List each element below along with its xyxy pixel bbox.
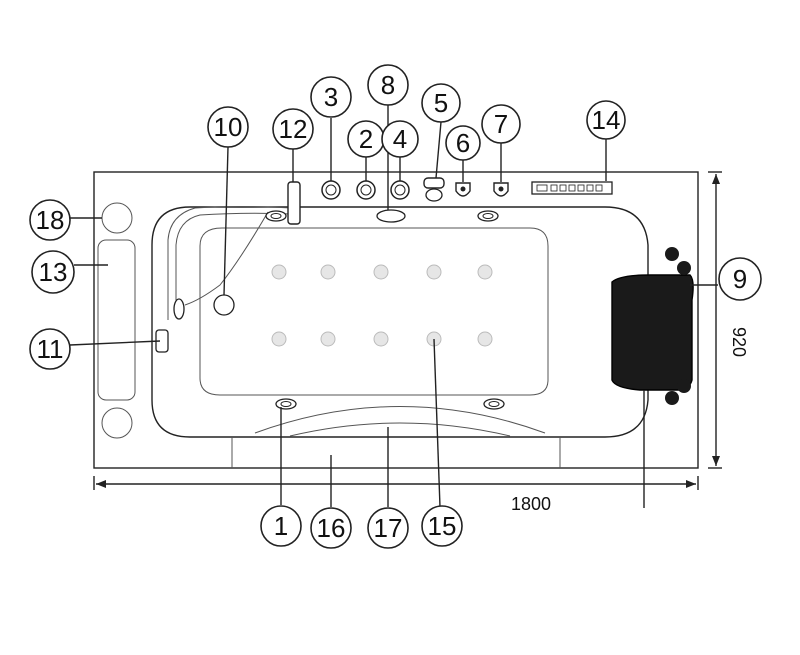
svg-text:13: 13 [39, 257, 68, 287]
light-icon [376, 209, 406, 223]
callout-16: 16 [310, 507, 352, 549]
hand-shower [287, 181, 301, 225]
headrest-pillow [611, 247, 694, 405]
callout-17: 17 [367, 507, 409, 549]
tub-basin [151, 206, 649, 438]
callout-1: 1 [260, 505, 302, 547]
svg-text:5: 5 [434, 88, 448, 118]
callout-9: 9 [718, 257, 762, 301]
callout-14: 14 [586, 100, 626, 140]
whirlpool-jets [265, 210, 505, 410]
callout-4: 4 [381, 120, 419, 158]
drain-icon [213, 294, 235, 316]
callout-3: 3 [310, 76, 352, 118]
length-dimension: 1800 [511, 494, 551, 514]
svg-text:8: 8 [381, 70, 395, 100]
callout-5: 5 [421, 83, 461, 123]
callout-15: 15 [421, 505, 463, 547]
bubble-jets [271, 264, 493, 347]
callout-6: 6 [445, 125, 481, 161]
callout-10: 10 [207, 106, 249, 148]
shower-hose-inner [175, 212, 293, 318]
deck-round-bottom [101, 407, 133, 439]
svg-text:15: 15 [428, 511, 457, 541]
svg-text:9: 9 [733, 264, 747, 294]
svg-text:2: 2 [359, 124, 373, 154]
svg-text:17: 17 [374, 513, 403, 543]
shower-hose-outer [167, 206, 293, 320]
callout-7: 7 [481, 104, 521, 144]
leader-lines [69, 105, 718, 508]
svg-text:1: 1 [274, 511, 288, 541]
shower-hose-curve [184, 211, 269, 306]
callout-18: 18 [29, 199, 71, 241]
callout-13: 13 [31, 250, 75, 294]
dimension-lines [93, 171, 722, 490]
svg-text:16: 16 [317, 513, 346, 543]
seat-arc-inner [289, 422, 511, 437]
side-jet-icon [173, 298, 185, 320]
callout-8: 8 [367, 64, 409, 106]
control-panel [531, 181, 613, 195]
tub-outer-frame [93, 171, 699, 469]
svg-text:6: 6 [456, 128, 470, 158]
deck-round-top [101, 202, 133, 234]
svg-text:10: 10 [214, 112, 243, 142]
spout-icon [423, 177, 445, 202]
svg-text:14: 14 [592, 105, 621, 135]
width-dimension: 920 [729, 327, 749, 357]
svg-text:11: 11 [37, 334, 64, 364]
svg-text:4: 4 [393, 124, 407, 154]
callout-11: 11 [29, 328, 71, 370]
svg-text:12: 12 [279, 114, 308, 144]
svg-text:18: 18 [36, 205, 65, 235]
deck-tray [97, 239, 136, 401]
seat-arc-outer [254, 406, 546, 434]
mixer-knobs [321, 180, 410, 200]
callout-2: 2 [347, 120, 385, 158]
svg-text:7: 7 [494, 109, 508, 139]
callout-12: 12 [272, 108, 314, 150]
svg-text:3: 3 [324, 82, 338, 112]
tub-floor [199, 227, 549, 396]
